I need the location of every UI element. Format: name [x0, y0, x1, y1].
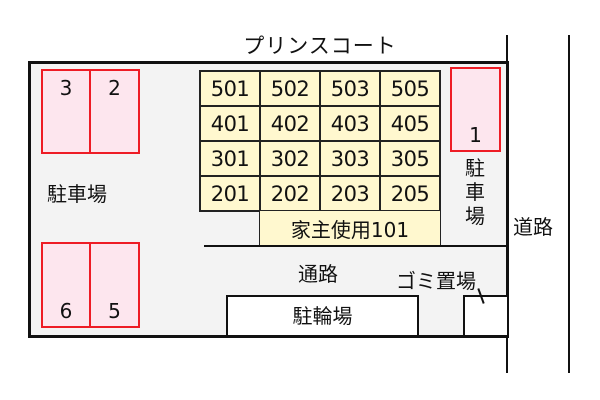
parking-label-char: 駐 [465, 156, 485, 180]
passage-label: 通路 [298, 262, 338, 286]
parking-number: 6 [59, 299, 73, 323]
parking-label-right: 駐 車 場 [462, 156, 488, 228]
bicycle-parking-box: 駐輪場 [226, 295, 419, 337]
road-label: 道路 [513, 215, 553, 239]
parking-space-1: 1 [450, 67, 501, 152]
passage-boundary-line [204, 245, 507, 247]
bicycle-parking-label: 駐輪場 [292, 304, 353, 328]
parking-number: 5 [108, 299, 121, 323]
parking-number: 3 [59, 76, 73, 100]
parking-label-char: 場 [465, 204, 485, 228]
parking-space-3: 3 [41, 69, 91, 154]
unit-cell: 502 [260, 71, 320, 106]
unit-cell: 203 [320, 176, 380, 211]
garbage-box [463, 295, 509, 337]
parking-number: 1 [469, 123, 482, 147]
unit-cell: 303 [320, 141, 380, 176]
unit-cell: 205 [380, 176, 440, 211]
unit-grid: 501 502 503 505 401 402 403 405 301 302 … [199, 70, 441, 212]
parking-label-left: 駐車場 [47, 182, 107, 206]
unit-cell: 505 [380, 71, 440, 106]
unit-cell: 302 [260, 141, 320, 176]
parking-space-6: 6 [41, 242, 91, 328]
unit-cell: 301 [200, 141, 260, 176]
unit-cell: 501 [200, 71, 260, 106]
unit-cell: 403 [320, 106, 380, 141]
garbage-label: ゴミ置場 [396, 269, 476, 293]
unit-cell: 201 [200, 176, 260, 211]
unit-cell: 202 [260, 176, 320, 211]
parking-space-5: 5 [89, 242, 140, 328]
owner-unit: 家主使用101 [259, 210, 441, 246]
unit-cell: 503 [320, 71, 380, 106]
parking-space-2: 2 [89, 69, 140, 154]
building-title: プリンスコート [243, 34, 397, 58]
parking-label-char: 車 [465, 180, 485, 204]
unit-cell: 305 [380, 141, 440, 176]
road-edge-right [568, 35, 570, 373]
unit-cell: 401 [200, 106, 260, 141]
parking-number: 2 [108, 76, 121, 100]
unit-cell: 405 [380, 106, 440, 141]
unit-cell: 402 [260, 106, 320, 141]
